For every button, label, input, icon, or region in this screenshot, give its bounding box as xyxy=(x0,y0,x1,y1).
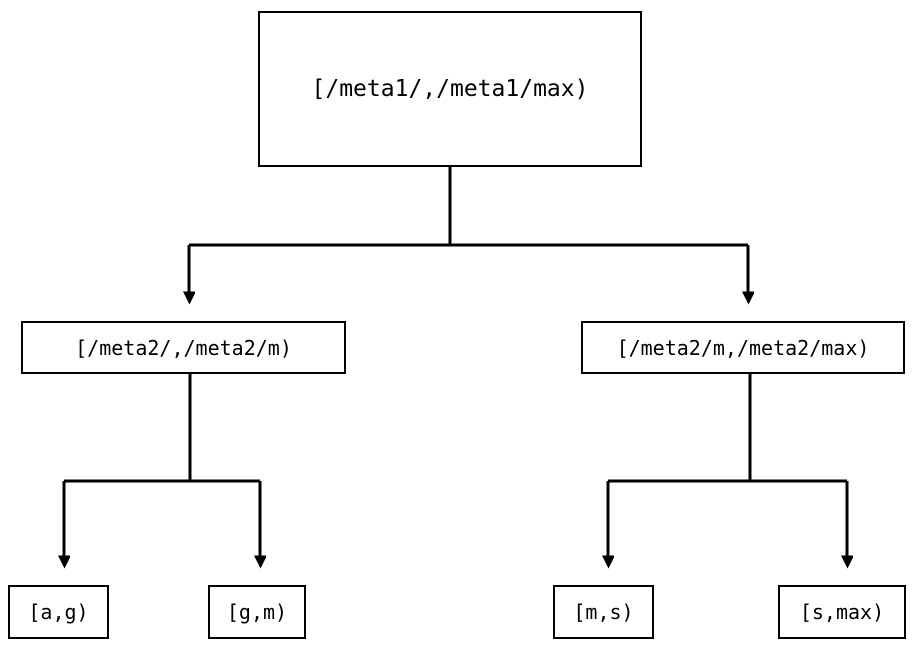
tree-node-leaf-4[interactable]: [s,max) xyxy=(778,585,906,639)
edge-mid-left-to-leaf-1 xyxy=(64,374,192,557)
edge-root-to-mid-left xyxy=(189,167,452,293)
edge-root-to-mid-right xyxy=(450,243,748,293)
tree-node-mid-right-label: [/meta2/m,/meta2/max) xyxy=(616,335,870,360)
edge-mid-right-to-leaf-3 xyxy=(608,374,752,557)
tree-node-leaf-2[interactable]: [g,m) xyxy=(208,585,306,639)
tree-node-leaf-1[interactable]: [a,g) xyxy=(8,585,109,639)
tree-node-mid-left[interactable]: [/meta2/,/meta2/m) xyxy=(21,321,346,374)
tree-node-leaf-4-label: [s,max) xyxy=(799,600,885,624)
tree-node-leaf-3[interactable]: [m,s) xyxy=(553,585,654,639)
edge-mid-right-to-leaf-4 xyxy=(750,479,847,557)
tree-node-root-label: [/meta1/,/meta1/max) xyxy=(311,75,589,102)
edge-mid-left-to-leaf-2 xyxy=(190,479,260,557)
tree-node-leaf-3-label: [m,s) xyxy=(573,600,634,624)
tree-node-mid-right[interactable]: [/meta2/m,/meta2/max) xyxy=(581,321,905,374)
tree-node-leaf-2-label: [g,m) xyxy=(226,600,288,624)
tree-node-mid-left-label: [/meta2/,/meta2/m) xyxy=(75,335,292,360)
tree-node-root[interactable]: [/meta1/,/meta1/max) xyxy=(258,11,642,167)
tree-node-leaf-1-label: [a,g) xyxy=(28,600,89,624)
